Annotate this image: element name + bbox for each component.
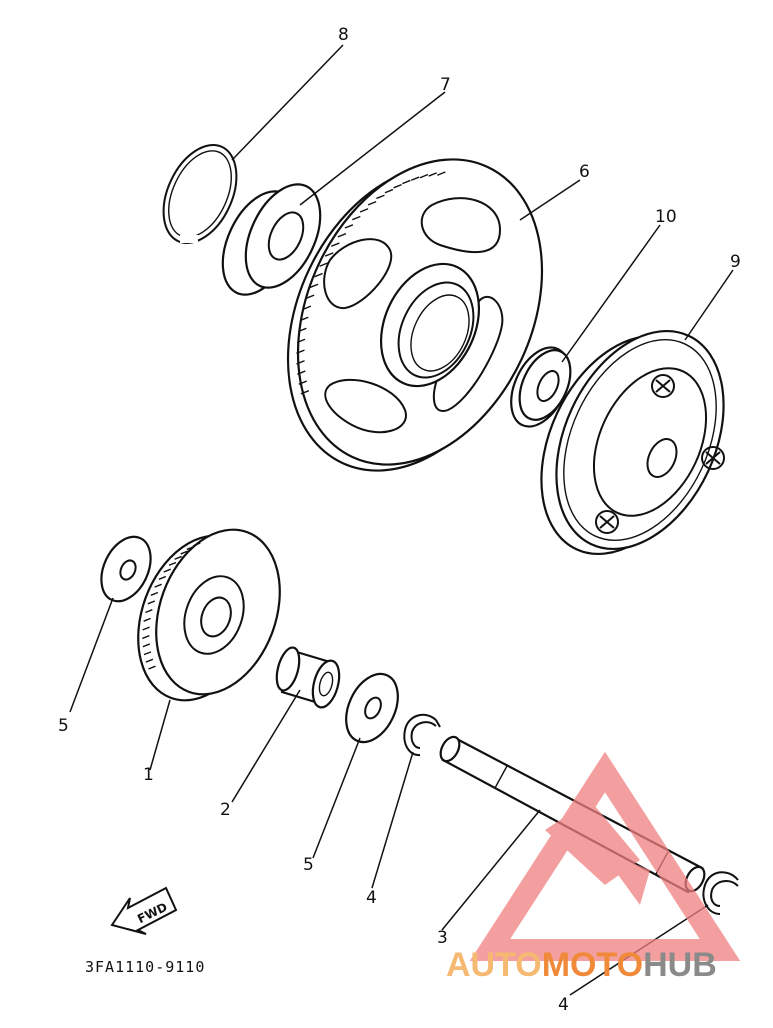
gear-tooth — [314, 272, 323, 278]
gear-tooth — [298, 327, 307, 333]
callout-9: 9 — [730, 252, 741, 272]
gear-tooth — [302, 305, 312, 310]
part-5-washer-mid — [345, 672, 399, 744]
watermark-hub: HUB — [643, 946, 717, 984]
gear-tooth — [324, 252, 334, 257]
gear-tooth — [174, 555, 182, 560]
gear-tooth — [158, 575, 167, 580]
part-1-idle-gear — [137, 528, 281, 702]
callout-3: 3 — [437, 928, 448, 948]
callout-7: 7 — [440, 75, 451, 95]
gear-tooth — [193, 542, 201, 547]
gear-tooth — [359, 208, 369, 213]
gear-tooth — [331, 242, 340, 247]
gear-tooth — [296, 349, 305, 354]
gear-tooth — [163, 568, 171, 573]
gear-tooth — [168, 561, 177, 566]
watermark-moto: MOTO — [542, 946, 643, 984]
gear-tooth — [150, 591, 159, 596]
callout-10: 10 — [655, 207, 677, 227]
callout-5-left: 5 — [58, 716, 69, 736]
gear-tooth — [410, 176, 420, 181]
callout-2: 2 — [220, 800, 231, 820]
gear-tooth — [309, 283, 319, 289]
watermark-auto: AUTO — [446, 946, 542, 984]
gear-tooth — [376, 194, 385, 200]
gear-tooth — [142, 626, 150, 631]
gear-tooth — [145, 609, 153, 614]
gear-tooth — [298, 380, 308, 385]
gear-tooth — [344, 224, 354, 229]
part-5-washer-left — [100, 535, 152, 603]
gear-tooth — [305, 294, 315, 299]
svg-text:AUTOMOTOHUB: AUTOMOTOHUB — [446, 946, 717, 984]
part-7-bearing — [221, 183, 322, 296]
watermark-logo — [469, 751, 741, 961]
gear-tooth — [352, 215, 361, 221]
gear-tooth — [142, 643, 151, 648]
part-4-circlip-lower — [702, 871, 739, 915]
diagram-code: 3FA1110-9110 — [85, 958, 205, 976]
gear-tooth — [437, 171, 446, 176]
gear-tooth — [180, 550, 188, 555]
gear-tooth — [393, 183, 402, 189]
watermark-text: AUTOMOTOHUB — [446, 946, 717, 984]
callout-1: 1 — [143, 765, 154, 785]
gear-tooth — [296, 338, 306, 344]
part-9-starter-clutch — [540, 329, 725, 556]
gear-tooth — [143, 617, 151, 622]
callout-5-mid: 5 — [303, 855, 314, 875]
gear-tooth — [142, 634, 150, 640]
gear-tooth — [296, 360, 305, 365]
gear-tooth — [300, 390, 310, 395]
gear-tooth — [154, 583, 162, 588]
gear-tooth — [300, 316, 309, 322]
gear-tooth — [319, 262, 328, 267]
gear-tooth — [145, 658, 154, 663]
part-2-collar — [275, 646, 341, 709]
callout-4-lower: 4 — [558, 995, 569, 1015]
part-6-large-gear — [286, 158, 544, 472]
gear-tooth — [367, 201, 377, 206]
part-8-circlip — [162, 143, 238, 245]
gear-tooth — [384, 188, 394, 194]
gear-tooth — [147, 600, 156, 605]
gear-tooth — [402, 179, 411, 185]
fwd-arrow: FWD — [110, 886, 178, 935]
gear-tooth — [419, 173, 429, 179]
callout-6: 6 — [579, 162, 590, 182]
gear-tooth — [148, 665, 156, 670]
part-4-circlip-upper — [403, 713, 441, 757]
callout-4-upper: 4 — [366, 888, 377, 908]
callout-8: 8 — [338, 25, 349, 45]
gear-tooth — [297, 370, 306, 375]
gear-tooth — [337, 233, 347, 238]
gear-tooth — [143, 651, 152, 656]
gear-tooth — [428, 172, 437, 177]
gear-tooth — [186, 545, 195, 551]
part-10-washer — [510, 346, 572, 428]
